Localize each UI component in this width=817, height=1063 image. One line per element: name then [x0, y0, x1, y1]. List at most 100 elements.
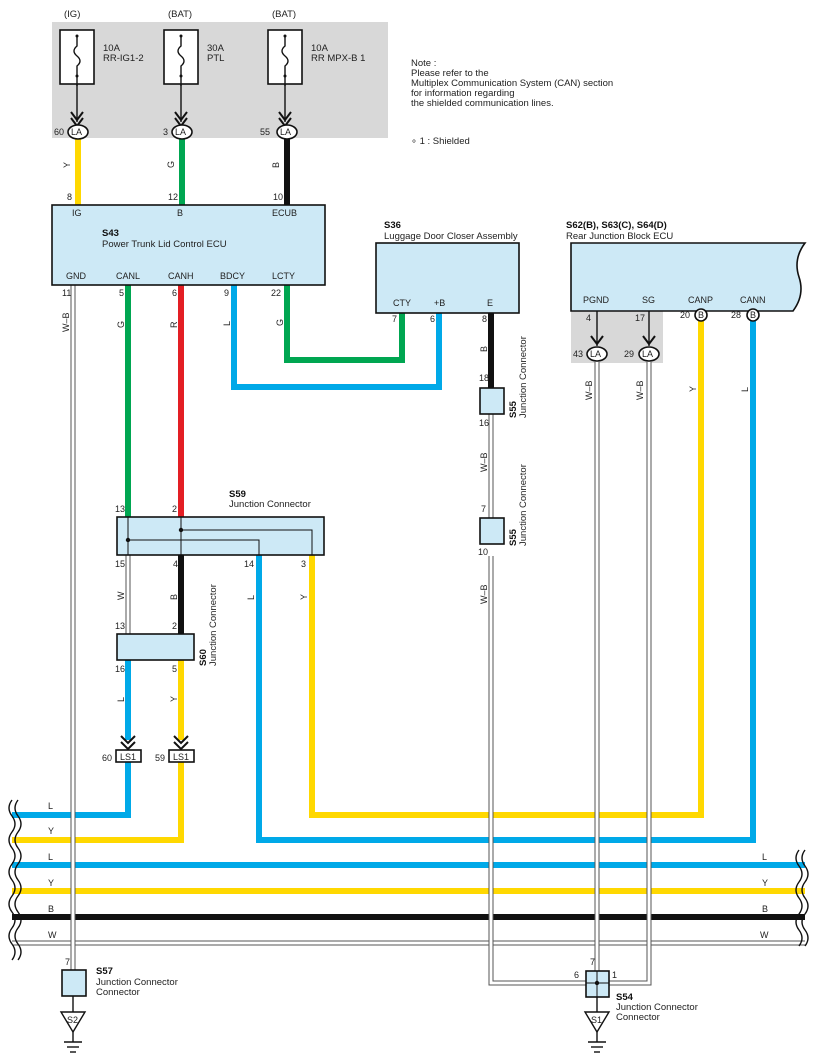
svg-text:RR-IG1-2: RR-IG1-2: [103, 53, 144, 64]
wire-label: W–B: [61, 312, 71, 332]
svg-text:Junction Connector: Junction Connector: [208, 584, 219, 666]
svg-text:W: W: [760, 930, 769, 940]
svg-text:60: 60: [54, 127, 64, 137]
ground-s2: S2: [59, 996, 87, 1053]
svg-text:CANN: CANN: [740, 295, 766, 305]
svg-text:18: 18: [479, 373, 489, 383]
svg-text:ECUB: ECUB: [272, 208, 297, 218]
svg-text:Connector: Connector: [616, 1012, 660, 1023]
svg-text:Junction Connector: Junction Connector: [616, 1002, 698, 1013]
svg-text:30A: 30A: [207, 43, 225, 54]
svg-text:4: 4: [586, 313, 591, 323]
svg-text:B: B: [177, 208, 183, 218]
svg-text:9: 9: [224, 288, 229, 298]
la-connector-3: 3 LA: [163, 124, 193, 140]
svg-text:CANL: CANL: [116, 271, 140, 281]
svg-text:LA: LA: [71, 127, 82, 137]
svg-text:PGND: PGND: [583, 295, 610, 305]
svg-text:S36: S36: [384, 220, 401, 231]
svg-text:(BAT): (BAT): [272, 9, 296, 20]
wire-label: L: [740, 387, 750, 392]
wire-label: G: [166, 161, 176, 168]
svg-text:12: 12: [168, 192, 178, 202]
svg-text:8: 8: [67, 192, 72, 202]
la-connector-60: 60 LA: [54, 124, 89, 140]
wire-ls1-l: [12, 762, 131, 818]
wire-label: L: [116, 697, 126, 702]
wire-label: B: [169, 594, 179, 600]
svg-text:LCTY: LCTY: [272, 271, 295, 281]
svg-text:the shielded communication lin: the shielded communication lines.: [411, 98, 554, 109]
svg-text:for information regarding: for information regarding: [411, 88, 515, 99]
svg-text:Luggage Door Closer Assembly: Luggage Door Closer Assembly: [384, 231, 518, 242]
svg-text:Y: Y: [48, 826, 54, 836]
wire-label: B: [271, 162, 281, 168]
svg-text:8: 8: [482, 314, 487, 324]
svg-text:28: 28: [731, 310, 741, 320]
svg-text:10A: 10A: [103, 43, 121, 54]
fuse-block-area: [52, 22, 388, 138]
svg-text:7: 7: [590, 957, 595, 967]
fuse-ptl: (BAT) 30A PTL: [163, 9, 225, 86]
svg-text:S54: S54: [616, 992, 634, 1003]
svg-text:B: B: [750, 310, 756, 320]
svg-text:CTY: CTY: [393, 298, 411, 308]
svg-text:2: 2: [172, 504, 177, 514]
rjb-leads: [590, 311, 656, 346]
wire-label: Y: [62, 162, 72, 168]
svg-text:LA: LA: [280, 127, 291, 137]
svg-text:Connector: Connector: [96, 987, 140, 998]
svg-text:S57: S57: [96, 966, 113, 977]
ecu-s43: IG B ECUB S43 Power Trunk Lid Control EC…: [51, 204, 326, 286]
wire-sg-wb: [609, 362, 651, 985]
svg-text:E: E: [487, 298, 493, 308]
svg-text:22: 22: [271, 288, 281, 298]
svg-text:L: L: [762, 852, 767, 862]
wire-label: Y: [688, 386, 698, 392]
svg-text:CANP: CANP: [688, 295, 713, 305]
ls1-connectors: [120, 735, 189, 751]
wire-s55-wb-2: [489, 556, 586, 985]
svg-text:2: 2: [172, 621, 177, 631]
svg-text:CANH: CANH: [168, 271, 194, 281]
fuse-rr-ig1-2: (IG) 10A RR-IG1-2: [59, 9, 144, 86]
rjb-b-connectors: B B: [694, 308, 760, 322]
svg-text:W: W: [48, 930, 57, 940]
svg-text:16: 16: [479, 418, 489, 428]
svg-text:Junction Connector: Junction Connector: [229, 499, 311, 510]
ground-icon: [59, 1011, 87, 1034]
svg-text:S62(B), S63(C), S64(D): S62(B), S63(C), S64(D): [566, 220, 667, 231]
svg-text:Please refer to the: Please refer to the: [411, 68, 489, 79]
wire-label: L: [246, 595, 256, 600]
closer-s36: S36 Luggage Door Closer Assembly CTY +B …: [375, 220, 520, 314]
bus-break-left: [8, 799, 22, 961]
svg-text:5: 5: [172, 664, 177, 674]
svg-text:7: 7: [392, 314, 397, 324]
wire-label: Y: [299, 594, 309, 600]
wire-label: G: [275, 319, 285, 326]
svg-text:Junction Connector: Junction Connector: [518, 464, 529, 546]
svg-text:S60: S60: [198, 649, 209, 666]
svg-text:LA: LA: [175, 127, 186, 137]
wire-label: W–B: [584, 380, 594, 400]
svg-text:S1: S1: [591, 1015, 602, 1025]
svg-text:PTL: PTL: [207, 53, 224, 64]
wire-label: R: [169, 321, 179, 328]
ground-s1: S1: [583, 997, 611, 1053]
wire-label: W–B: [479, 584, 489, 604]
wire-label: W–B: [635, 380, 645, 400]
svg-text:20: 20: [680, 310, 690, 320]
svg-text:1: 1: [612, 970, 617, 980]
svg-text:+B: +B: [434, 298, 445, 308]
svg-text:Junction Connector: Junction Connector: [96, 977, 178, 988]
svg-text:Rear Junction Block ECU: Rear Junction Block ECU: [566, 231, 673, 242]
svg-text:11: 11: [62, 288, 71, 298]
svg-text:Note :: Note :: [411, 58, 436, 69]
svg-text:3: 3: [163, 127, 168, 137]
fuse-icon: [73, 36, 81, 86]
svg-text:16: 16: [115, 664, 125, 674]
svg-text:L: L: [48, 852, 53, 862]
wire-label: W–B: [479, 452, 489, 472]
svg-text:(IG): (IG): [64, 9, 80, 20]
